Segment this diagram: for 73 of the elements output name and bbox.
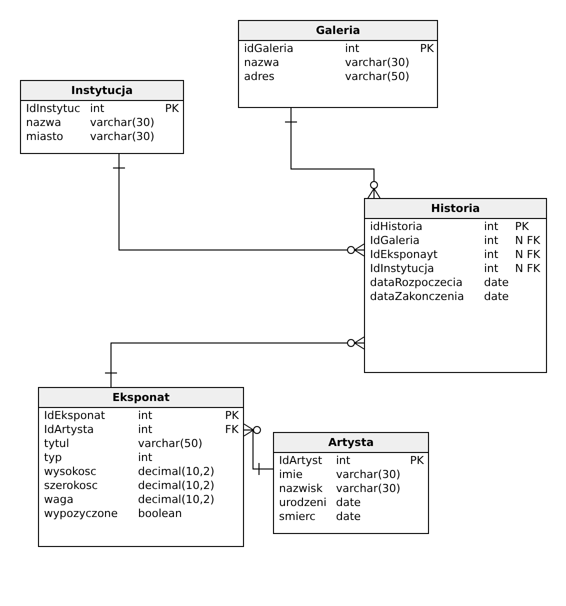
data-type: decimal(10,2) xyxy=(138,465,216,479)
data-type: date xyxy=(336,510,362,524)
column-name: IdEksponayt xyxy=(370,248,439,262)
column-name: nazwa xyxy=(244,56,280,70)
column-name: typ xyxy=(44,451,63,465)
column-name: IdInstytuc xyxy=(26,102,82,116)
key-marker: PK xyxy=(420,42,434,56)
data-type: int xyxy=(484,262,500,276)
data-type: int xyxy=(138,423,154,437)
data-type: varchar(50) xyxy=(138,437,204,451)
data-type: boolean xyxy=(138,507,183,521)
column-name: adres xyxy=(244,70,276,84)
data-type: decimal(10,2) xyxy=(138,479,216,493)
column-name: IdInstytucja xyxy=(370,262,436,276)
entity-table xyxy=(20,80,184,154)
table-name: Galeria xyxy=(239,21,437,41)
key-marker: N FK xyxy=(515,262,542,276)
data-type: int xyxy=(345,42,360,56)
key-marker: FK xyxy=(225,423,239,437)
key-marker: N FK xyxy=(515,234,542,248)
column-name: dataZakonczenia xyxy=(370,290,466,304)
data-type: varchar(30) xyxy=(90,116,156,130)
data-type: int xyxy=(484,248,500,262)
column-name: IdArtyst xyxy=(279,454,324,468)
relationship-line xyxy=(284,108,380,198)
column-name: smierc xyxy=(279,510,317,524)
relationship-line xyxy=(244,424,274,476)
data-type: int xyxy=(484,234,500,248)
relationship-line xyxy=(104,336,364,388)
data-type: int xyxy=(90,102,106,116)
data-type: varchar(30) xyxy=(336,468,402,482)
column-name: urodzeni xyxy=(279,496,328,510)
column-name: wysokosc xyxy=(44,465,98,479)
table-name: Instytucja xyxy=(21,81,183,101)
entity-table xyxy=(273,432,429,534)
data-type: int xyxy=(484,220,500,234)
key-marker: PK xyxy=(410,454,424,468)
key-marker: PK xyxy=(515,220,530,234)
column-name: imie xyxy=(279,468,304,482)
key-marker: PK xyxy=(165,102,179,116)
entity-table xyxy=(38,387,244,547)
data-type: int xyxy=(138,451,154,465)
column-name: IdGaleria xyxy=(370,234,421,248)
column-name: waga xyxy=(44,493,74,507)
column-name: IdEksponat xyxy=(44,409,106,423)
column-name: dataRozpoczecia xyxy=(370,276,464,290)
column-name: IdArtysta xyxy=(44,423,95,437)
data-type: date xyxy=(484,276,510,290)
column-name: nazwisk xyxy=(279,482,324,496)
entity-table xyxy=(238,20,438,108)
column-name: tytul xyxy=(44,437,70,451)
data-type: int xyxy=(138,409,154,423)
data-type: decimal(10,2) xyxy=(138,493,216,507)
key-marker: N FK xyxy=(515,248,542,262)
data-type: varchar(50) xyxy=(345,70,410,84)
data-type: date xyxy=(484,290,510,304)
column-name: wypozyczone xyxy=(44,507,119,521)
column-name: nazwa xyxy=(26,116,62,130)
key-marker: PK xyxy=(225,409,239,423)
column-name: idGaleria xyxy=(244,42,294,56)
table-name: Artysta xyxy=(274,433,428,453)
table-name: Historia xyxy=(365,199,546,219)
column-name: szerokosc xyxy=(44,479,99,493)
relationship-line xyxy=(112,154,364,256)
data-type: varchar(30) xyxy=(345,56,410,70)
data-type: varchar(30) xyxy=(90,130,156,144)
column-name: idHistoria xyxy=(370,220,424,234)
column-name: miasto xyxy=(26,130,64,144)
entity-table xyxy=(364,198,547,373)
data-type: int xyxy=(336,454,352,468)
data-type: date xyxy=(336,496,362,510)
table-name: Eksponat xyxy=(39,388,243,408)
data-type: varchar(30) xyxy=(336,482,402,496)
